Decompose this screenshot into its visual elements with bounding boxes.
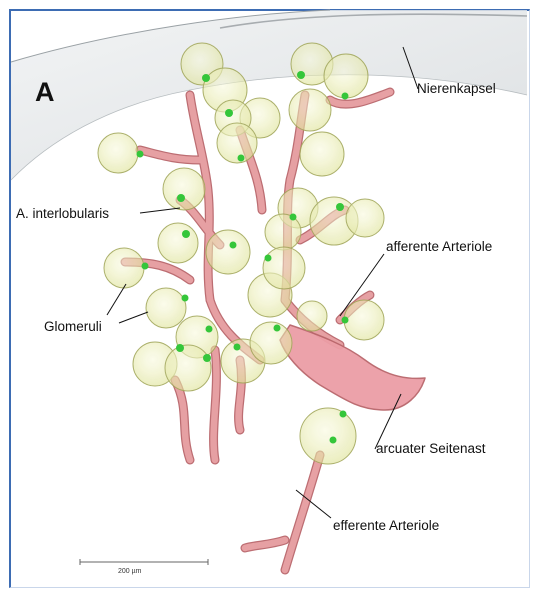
scale-bar-label: 200 µm bbox=[118, 568, 142, 575]
scale-bar bbox=[80, 559, 208, 565]
panel-letter: A bbox=[35, 77, 55, 108]
label-interlobular: A. interlobularis bbox=[16, 206, 109, 221]
label-efferent: efferente Arteriole bbox=[333, 518, 439, 533]
label-glomeruli: Glomeruli bbox=[44, 319, 102, 334]
label-afferent: afferente Arteriole bbox=[386, 239, 492, 254]
label-capsule: Nierenkapsel bbox=[417, 81, 496, 96]
label-arcuate: arcuater Seitenast bbox=[376, 441, 486, 456]
